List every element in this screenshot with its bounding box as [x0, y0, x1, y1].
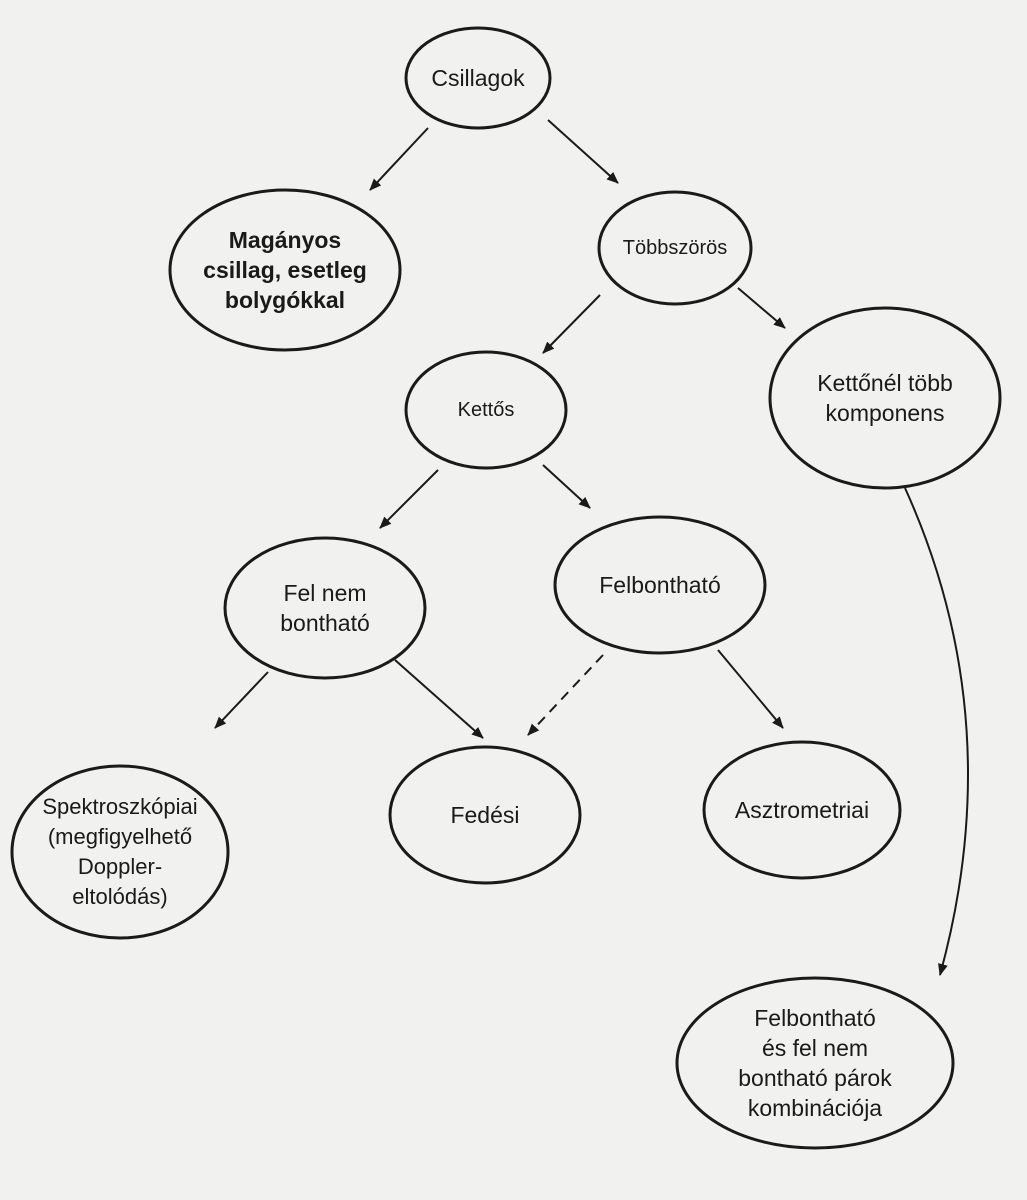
arrow-stars-single	[369, 127, 429, 191]
node-stars: Csillagok	[431, 65, 525, 91]
arrow-unresolvable-spectroscopic	[214, 671, 269, 729]
arrow-stars-multiple	[547, 119, 619, 184]
node-more-than-two: Kettőnél több komponens	[817, 370, 953, 426]
arrow-resolvable-astrometric	[717, 649, 784, 729]
arrow-multiple-binary	[542, 294, 601, 354]
arrow-multiple-more	[737, 287, 786, 329]
ellipse-unresolvable	[223, 536, 427, 680]
arrow-binary-unresolvable	[379, 469, 439, 529]
ellipse-more-than-two	[768, 306, 1002, 490]
ellipse-resolvable	[553, 515, 767, 655]
ellipse-eclipsing	[388, 745, 582, 885]
node-single: Magányos csillag, esetleg bolygókkal	[203, 227, 367, 313]
ellipse-binary	[404, 350, 568, 470]
arrow-binary-resolvable	[542, 464, 591, 509]
node-combination: Felbontható és fel nem bontható párok ko…	[738, 1005, 892, 1121]
node-multiple: Többszörös	[622, 237, 728, 259]
arrow-unresolvable-eclipsing	[394, 659, 484, 739]
node-unresolvable: Fel nem bontható	[280, 580, 370, 636]
ellipse-single	[168, 188, 402, 352]
ellipse-stars	[404, 26, 552, 130]
node-spectroscopic: Spektroszkópiai (megfigyelhető Doppler- …	[42, 794, 198, 909]
ellipse-combination	[675, 976, 955, 1150]
arrow-more-combination	[904, 487, 969, 976]
node-resolvable: Felbontható	[599, 572, 721, 598]
arrow-resolvable-eclipsing-dashed	[527, 654, 604, 736]
node-astrometric: Asztrometriai	[734, 797, 870, 823]
node-binary: Kettős	[457, 399, 515, 421]
ellipse-spectroscopic	[10, 764, 230, 940]
ellipse-multiple	[597, 190, 753, 306]
ellipse-astrometric	[702, 740, 902, 880]
node-eclipsing: Fedési	[450, 802, 520, 828]
